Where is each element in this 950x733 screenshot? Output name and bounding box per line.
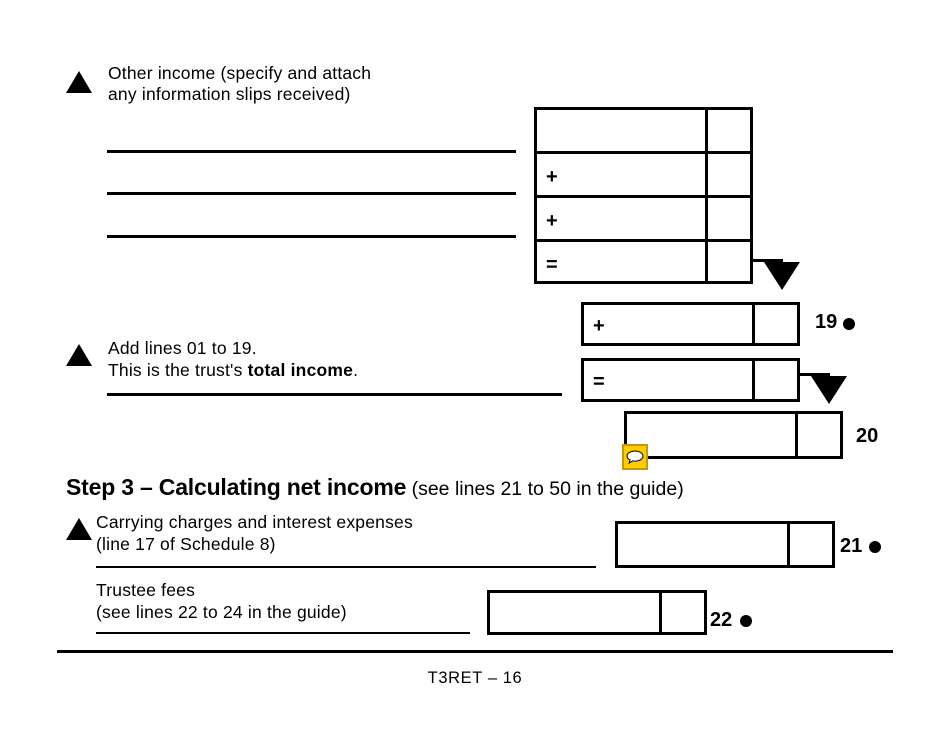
line-22-cents-divider — [659, 593, 662, 632]
line-19-amount-box[interactable]: + — [581, 302, 800, 346]
line-21-underline — [96, 566, 596, 568]
grid-operator-row2: + — [546, 166, 558, 188]
line-20-number: 20 — [856, 425, 879, 447]
other-income-write-line-1[interactable] — [107, 150, 516, 153]
step-3-heading: Step 3 – Calculating net income (see lin… — [66, 474, 684, 501]
other-income-write-line-3[interactable] — [107, 235, 516, 238]
other-income-amount-cell-1[interactable] — [537, 110, 705, 151]
step-3-heading-note: (see lines 21 to 50 in the guide) — [406, 478, 684, 500]
line-22-number: 22 — [710, 609, 733, 631]
speech-bubble-glyph — [626, 450, 644, 464]
line-21-label-line1: Carrying charges and interest expenses — [96, 512, 413, 532]
line-19-bullet-dot — [843, 318, 855, 330]
line-22-label-line2: (see lines 22 to 24 in the guide) — [96, 602, 347, 622]
connector-1-horizontal — [750, 259, 783, 262]
other-income-write-line-2[interactable] — [107, 192, 516, 195]
bullet-triangle-total-income — [66, 344, 92, 366]
comment-balloon-icon[interactable] — [622, 444, 648, 470]
bullet-triangle-line-21 — [66, 518, 92, 540]
line-19-operator: + — [593, 315, 605, 337]
grid-hline-1 — [537, 151, 750, 154]
grid-operator-row3: + — [546, 210, 558, 232]
other-income-amount-grid: + + = — [534, 107, 753, 284]
bullet-triangle-other-income — [66, 71, 92, 93]
grid-operator-row4: = — [546, 254, 558, 276]
arrowhead-1-icon — [764, 262, 800, 290]
total-income-label-bold: total income — [247, 360, 354, 380]
footer-page-id: T3RET – 16 — [427, 669, 523, 687]
line-21-label-line2: (line 17 of Schedule 8) — [96, 534, 276, 554]
line-21-number: 21 — [840, 535, 863, 557]
line-21-cents-divider — [787, 524, 790, 565]
line-22-underline — [96, 632, 470, 634]
grid-vline-cents — [705, 110, 708, 281]
arrowhead-2-icon — [811, 376, 847, 404]
line-19-number: 19 — [815, 311, 838, 333]
line-20-amount-box[interactable] — [624, 411, 843, 459]
line-20-sum-box[interactable]: = — [581, 358, 800, 402]
grid-hline-3 — [537, 239, 750, 242]
line-22-label-line1: Trustee fees — [96, 580, 196, 600]
line-19-cents-divider — [752, 305, 755, 343]
step-3-heading-title: Step 3 – Calculating net income — [66, 474, 407, 500]
connector-2-horizontal — [797, 373, 830, 376]
line-21-amount-box[interactable] — [615, 521, 835, 568]
other-income-label-line1: Other income (specify and attach — [108, 63, 372, 83]
line-20-cents-divider — [795, 414, 798, 456]
line-22-bullet-dot — [740, 615, 752, 627]
other-income-amount-cell-4[interactable] — [537, 242, 705, 283]
line-22-amount-box[interactable] — [487, 590, 707, 635]
other-income-label-line2: any information slips received) — [108, 84, 351, 104]
total-income-label-suffix: . — [353, 360, 359, 380]
line-21-bullet-dot — [869, 541, 881, 553]
footer-separator — [57, 650, 893, 653]
line-20-sum-cents-divider — [752, 361, 755, 399]
other-income-amount-cell-3[interactable] — [537, 198, 705, 239]
line-20-operator: = — [593, 371, 605, 393]
total-income-underline — [107, 393, 562, 396]
total-income-label-line1: Add lines 01 to 19. — [108, 338, 257, 358]
grid-hline-2 — [537, 195, 750, 198]
total-income-label-prefix: This is the trust's — [108, 360, 248, 380]
total-income-label-line2: This is the trust's total income. — [108, 360, 358, 381]
other-income-amount-cell-2[interactable] — [537, 154, 705, 195]
